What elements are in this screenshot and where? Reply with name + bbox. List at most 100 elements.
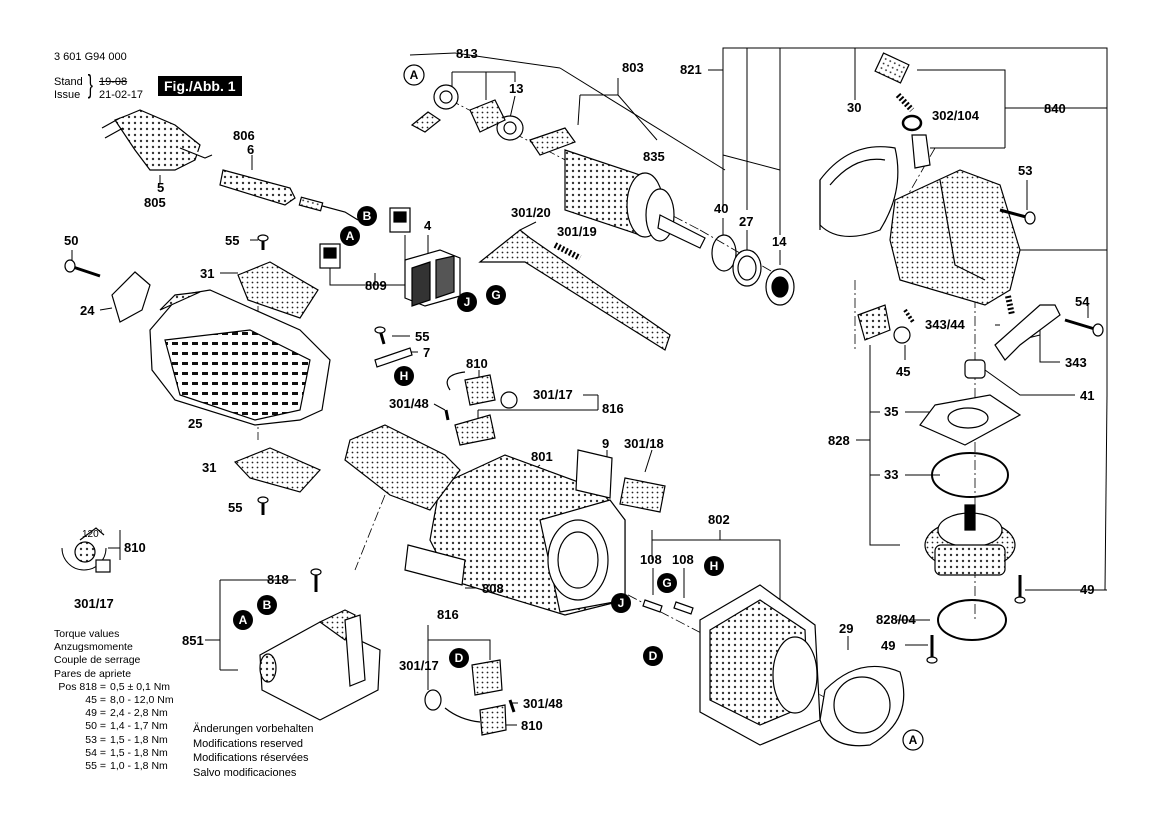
label-816b: 816 <box>437 607 459 622</box>
svg-text:G: G <box>491 288 500 302</box>
brace-icon: } <box>87 69 93 99</box>
nut-45 <box>893 326 911 344</box>
label-835: 835 <box>643 149 665 164</box>
label-25: 25 <box>188 416 202 431</box>
torque-pos: 45 = <box>85 694 106 707</box>
motor-housing <box>429 454 626 616</box>
label-809: 809 <box>365 278 387 293</box>
label-108b: 108 <box>672 552 694 567</box>
torque-val: 1,0 - 1,8 Nm <box>110 760 168 773</box>
connector-d-1: D <box>643 646 663 666</box>
label-802: 802 <box>708 512 730 527</box>
svg-text:D: D <box>649 649 658 663</box>
spring-lower <box>424 689 442 711</box>
svg-text:G: G <box>662 576 671 590</box>
label-810a: 810 <box>466 356 488 371</box>
svg-text:H: H <box>400 369 409 383</box>
old-date: 19-08 <box>99 76 128 88</box>
torque-pos: 54 = <box>85 746 106 759</box>
connector-a-2: A <box>233 610 253 630</box>
label-818: 818 <box>267 572 289 587</box>
torque-val: 2,4 - 2,8 Nm <box>110 707 168 720</box>
connector-d-2: D <box>449 648 469 668</box>
torque-pos: 53 = <box>85 733 106 746</box>
label-33: 33 <box>884 467 898 482</box>
label-813: 813 <box>456 46 478 61</box>
clamp-7 <box>374 347 413 368</box>
label-4: 4 <box>424 218 432 233</box>
torque-title-en: Torque values <box>54 628 120 640</box>
label-31a: 31 <box>200 266 214 281</box>
label-108a: 108 <box>640 552 662 567</box>
lock-button <box>874 52 910 84</box>
armature <box>529 127 706 249</box>
stand-label: Stand <box>54 76 83 88</box>
label-40: 40 <box>714 201 728 216</box>
figure-label: Fig./Abb. 1 <box>158 76 242 96</box>
clip <box>410 111 442 133</box>
svg-text:A: A <box>346 229 355 243</box>
stator <box>699 584 821 746</box>
bearing-cage <box>469 99 506 133</box>
label-24: 24 <box>80 303 95 318</box>
carbon-brush-lower <box>479 704 507 736</box>
terminal-108b <box>673 601 694 615</box>
torque-val: 1,4 - 1,7 Nm <box>110 720 168 733</box>
label-55c: 55 <box>228 500 242 515</box>
label-343-44: 343/44 <box>925 317 966 332</box>
screw-54 <box>1064 318 1099 332</box>
cord-clamp <box>298 196 324 212</box>
switch-rod <box>478 229 671 351</box>
ring-828-04 <box>937 599 1007 641</box>
terminal-block-a <box>319 243 341 269</box>
label-5: 5 <box>157 180 164 195</box>
issue-label: Issue <box>54 89 81 101</box>
connector-a-1: A <box>340 226 360 246</box>
lock-spring <box>895 92 915 113</box>
torque-pos: 49 = <box>85 707 106 720</box>
power-plug <box>101 109 213 171</box>
circlip <box>711 234 737 272</box>
rear-housing <box>149 289 331 426</box>
brush-frame <box>344 424 461 511</box>
label-14: 14 <box>772 234 787 249</box>
label-828-04: 828/04 <box>876 612 917 627</box>
torque-val: 8,0 - 12,0 Nm <box>110 694 174 707</box>
plate-9 <box>575 449 613 499</box>
svg-text:J: J <box>618 596 625 610</box>
label-301-48b: 301/48 <box>523 696 563 711</box>
brush-base-851 <box>259 609 381 721</box>
torque-pos: 50 = <box>85 720 106 733</box>
svg-text:B: B <box>263 598 272 612</box>
brush-holder-lower <box>471 659 503 696</box>
o-ring-33 <box>931 452 1009 498</box>
label-816a: 816 <box>602 401 624 416</box>
svg-text:A: A <box>909 733 918 747</box>
label-301-17a: 301/17 <box>533 387 573 402</box>
svg-text:B: B <box>363 209 372 223</box>
label-41: 41 <box>1080 388 1094 403</box>
label-851: 851 <box>182 633 204 648</box>
label-49b: 49 <box>881 638 895 653</box>
torque-title-de: Anzugsmomente <box>54 641 133 654</box>
label-810b: 810 <box>124 540 146 555</box>
label-53: 53 <box>1018 163 1032 178</box>
label-301-20: 301/20 <box>511 205 551 220</box>
connector-h-1: H <box>394 366 414 386</box>
svg-text:A: A <box>239 613 248 627</box>
label-806: 806 <box>233 128 255 143</box>
torque-title-fr: Couple de serrage <box>54 654 141 667</box>
label-302-104: 302/104 <box>932 108 980 123</box>
label-803: 803 <box>622 60 644 75</box>
label-301-48a: 301/48 <box>389 396 429 411</box>
label-301-17b: 301/17 <box>74 596 114 611</box>
connector-a-bottom: A <box>902 729 924 751</box>
terminal-block-b <box>389 207 411 233</box>
o-ring <box>901 114 923 132</box>
modification-fr: Modifications réservées <box>193 752 309 764</box>
label-50: 50 <box>64 233 78 248</box>
label-821: 821 <box>680 62 702 77</box>
cord-sleeve <box>219 169 296 206</box>
label-801: 801 <box>531 449 553 464</box>
